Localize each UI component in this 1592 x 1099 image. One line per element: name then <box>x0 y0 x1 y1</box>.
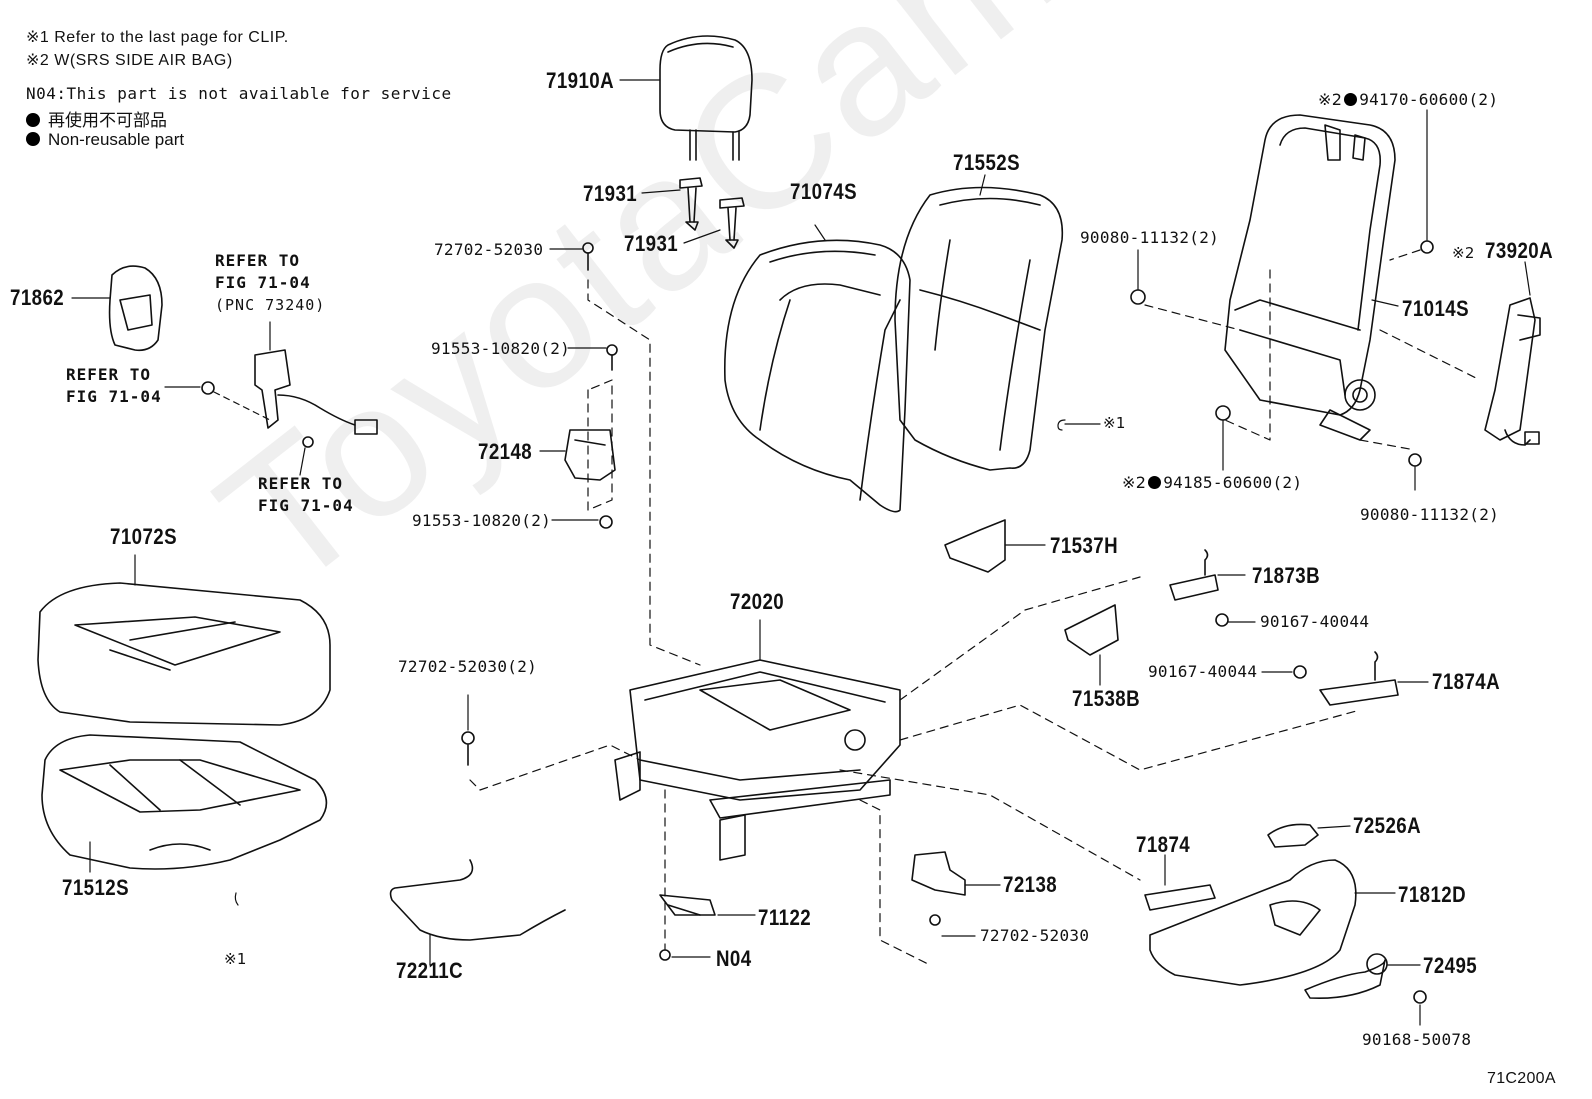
part-71931-label: 71931 <box>583 181 638 206</box>
non-reusable-en: Non-reusable part <box>48 130 185 149</box>
non-reusable-dot-icon <box>26 113 40 127</box>
refer-line: REFER TO <box>215 251 301 270</box>
cover-71874-drawing <box>1144 854 1216 911</box>
non-reusable-en-row: Non-reusable part <box>26 130 184 150</box>
frame-fasteners-drawing <box>1130 109 1434 491</box>
refer-line: FIG 71-04 <box>215 273 311 292</box>
seatback-cover-drawing <box>723 224 911 513</box>
part-90167-40044-label: 90167-40044 <box>1260 612 1370 631</box>
seatbelt-buckle-drawing <box>164 321 378 476</box>
part-N04-label: N04 <box>716 946 752 971</box>
non-reusable-dot-icon <box>1344 93 1358 106</box>
headrest-support-drawing <box>641 177 745 249</box>
part-90168-50078-label: 90168-50078 <box>1362 1030 1472 1049</box>
part-number: 73920A <box>1484 238 1553 263</box>
cushion-cover-drawing <box>37 554 331 726</box>
part-72495-label: 72495 <box>1423 953 1478 978</box>
seatback-pad-drawing <box>894 174 1101 471</box>
side-airbag-drawing <box>1484 261 1541 446</box>
part-71874-label: 71874 <box>1136 832 1191 857</box>
part-73920A-label: ※2 73920A <box>1452 238 1565 264</box>
non-reusable-jp-row: 再使用不可部品 <box>26 106 167 131</box>
bracket-71122-drawing <box>659 894 756 961</box>
part-72702-52030-label: 72702-52030 <box>434 240 544 259</box>
refer-line: FIG 71-04 <box>258 496 354 515</box>
part-71910A-label: 71910A <box>546 68 615 93</box>
bracket-72148-drawing <box>461 242 618 766</box>
part-72020-label: 72020 <box>730 589 785 614</box>
n04-note: N04:This part is not available for servi… <box>26 84 452 103</box>
part-71014S-label: 71014S <box>1402 296 1470 321</box>
part-94185-60600-label: ※2 94185-60600(2) <box>1122 473 1302 492</box>
part-number: 94170-60600(2) <box>1359 90 1499 109</box>
refer-fig-71-04-pnc: REFER TO FIG 71-04 (PNC 73240) <box>215 250 325 316</box>
refer-line: REFER TO <box>66 365 152 384</box>
belt-cover-drawing <box>71 265 163 352</box>
airbag-mark: ※2 <box>1452 244 1475 262</box>
airbag-note: ※2 W(SRS SIDE AIR BAG) <box>26 52 233 69</box>
part-71072S-label: 71072S <box>110 524 178 549</box>
part-72702-52030-label: 72702-52030 <box>980 926 1090 945</box>
seatback-frame-drawing <box>1224 114 1399 441</box>
clip-mark: ※1 <box>224 950 247 968</box>
part-91553-10820-label: 91553-10820(2) <box>431 339 571 358</box>
part-71873B-label: 71873B <box>1252 563 1321 588</box>
side-shield-drawing <box>1149 859 1396 986</box>
part-72138-label: 72138 <box>1003 872 1058 897</box>
refer-line: REFER TO <box>258 474 344 493</box>
part-90167-40044-label: 90167-40044 <box>1148 662 1258 681</box>
part-71074S-label: 71074S <box>790 179 858 204</box>
part-91553-10820-label: 91553-10820(2) <box>412 511 552 530</box>
knob-72526A-drawing <box>1267 823 1351 848</box>
part-72526A-label: 72526A <box>1353 813 1422 838</box>
part-71122-label: 71122 <box>758 905 812 930</box>
part-71874A-label: 71874A <box>1432 669 1501 694</box>
small-covers-drawing <box>944 519 1429 706</box>
refer-fig-71-04-b: REFER TO FIG 71-04 <box>258 473 354 517</box>
refer-line: (PNC 73240) <box>215 296 326 314</box>
part-71862-label: 71862 <box>10 285 65 310</box>
part-71812D-label: 71812D <box>1398 882 1467 907</box>
lever-72495-drawing <box>1304 953 1427 1026</box>
part-72211C-label: 72211C <box>396 958 464 983</box>
airbag-mark: ※2 <box>1122 473 1147 492</box>
part-71537H-label: 71537H <box>1050 533 1119 558</box>
clip-note: ※1 Refer to the last page for CLIP. <box>26 29 289 46</box>
headrest-drawing <box>619 35 753 161</box>
part-90080-11132-label: 90080-11132(2) <box>1360 505 1500 524</box>
non-reusable-jp: 再使用不可部品 <box>48 111 167 130</box>
refer-fig-71-04-a: REFER TO FIG 71-04 <box>66 364 162 408</box>
part-71538B-label: 71538B <box>1072 686 1141 711</box>
cushion-pad-drawing <box>41 734 328 906</box>
part-94170-60600-label: ※2 94170-60600(2) <box>1318 90 1498 109</box>
clip-mark: ※1 <box>1103 414 1126 432</box>
cover-72138-drawing <box>911 851 1001 937</box>
non-reusable-dot-icon <box>26 132 40 146</box>
part-number: 94185-60600(2) <box>1163 473 1303 492</box>
part-72148-label: 72148 <box>478 439 533 464</box>
airbag-mark: ※2 <box>1318 90 1343 109</box>
part-71931-label: 71931 <box>624 231 679 256</box>
figure-id: 71C200A <box>1487 1070 1556 1087</box>
dashed-leaders <box>469 249 1481 966</box>
seat-adjuster-drawing <box>614 619 901 861</box>
part-72702-52030-2-label: 72702-52030(2) <box>398 657 538 676</box>
part-71552S-label: 71552S <box>953 150 1021 175</box>
part-71512S-label: 71512S <box>62 875 130 900</box>
refer-line: FIG 71-04 <box>66 387 162 406</box>
wire-harness-drawing <box>389 859 566 966</box>
non-reusable-dot-icon <box>1148 476 1162 489</box>
part-90080-11132-label: 90080-11132(2) <box>1080 228 1220 247</box>
